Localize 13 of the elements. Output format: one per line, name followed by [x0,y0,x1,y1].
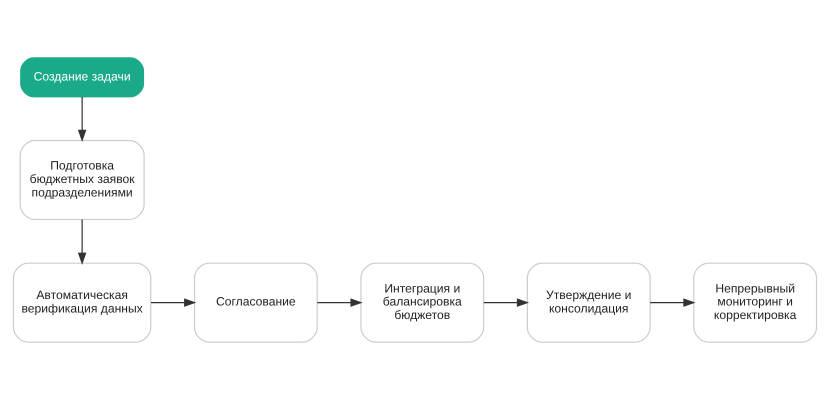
node-box: Непрерывный мониторинг и корректировка [693,262,818,343]
node-box: Автоматическая верификация данных [12,262,152,343]
node-box: Интеграция и балансировка бюджетов [360,262,484,343]
node-box: Создание задачи [20,57,144,98]
node-box: Подготовка бюджетных заявок подразделениями [20,140,145,220]
node-box: Утверждение и консолидация [526,262,651,343]
arrow [151,298,196,307]
arrow [78,96,86,142]
arrow [78,220,86,265]
arrow [650,298,696,307]
arrow [484,298,530,307]
node-box: Согласование [194,262,318,343]
arrow [317,298,363,307]
